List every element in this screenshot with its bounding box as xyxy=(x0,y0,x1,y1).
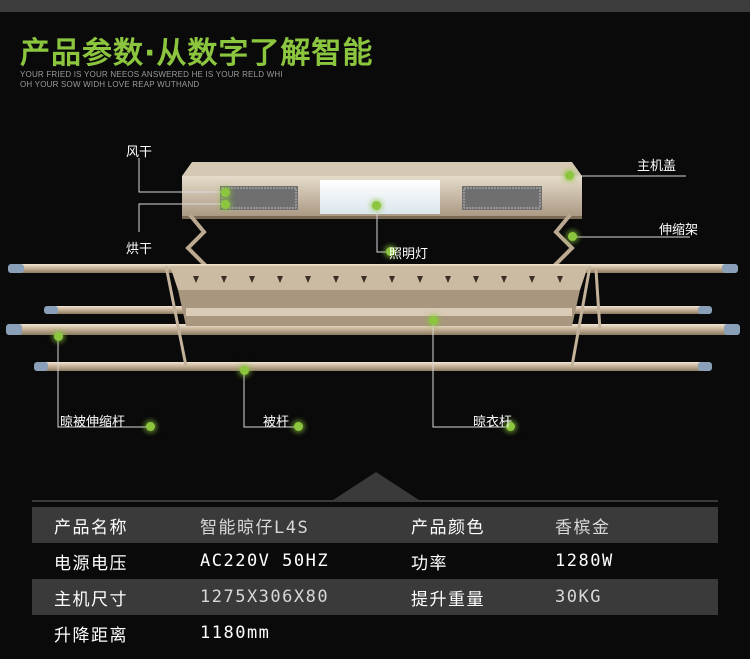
frame-marker xyxy=(568,232,577,241)
hanger-hole xyxy=(557,276,563,283)
spec-row: 升降距离 1180mm xyxy=(32,615,718,651)
fan-marker xyxy=(221,188,230,197)
spec-key: 产品颜色 xyxy=(411,507,555,543)
callout-leader-lines xyxy=(57,158,690,428)
hanger-hole xyxy=(417,276,423,283)
spec-key xyxy=(411,615,555,651)
quilt-rod-marker xyxy=(240,366,249,375)
spec-key: 功率 xyxy=(411,543,555,579)
light-marker xyxy=(372,201,381,210)
host-unit xyxy=(182,162,582,219)
label-wind-dry: 风干 xyxy=(126,145,153,160)
spec-value: 1280W xyxy=(555,543,718,579)
spec-value: 1275X306X80 xyxy=(200,579,411,615)
hanger-holes xyxy=(193,276,563,283)
heater-marker xyxy=(221,200,230,209)
spec-value: 1180mm xyxy=(200,615,411,651)
label-clothes-rod: 晾衣杆 xyxy=(473,415,513,430)
spec-key: 升降距离 xyxy=(32,615,200,651)
spec-value: 智能晾仔L4S xyxy=(200,507,411,543)
hanger-hole xyxy=(529,276,535,283)
clothes-rod-end-dot xyxy=(506,422,515,431)
spec-key: 电源电压 xyxy=(32,543,200,579)
hanger-hole xyxy=(305,276,311,283)
telescopic-rod-end-dot xyxy=(146,422,155,431)
spec-row: 主机尺寸 1275X306X80 提升重量 30KG xyxy=(32,579,718,615)
label-heat-dry: 烘干 xyxy=(126,242,153,257)
divider-pointer xyxy=(330,472,422,502)
subtitle-line-2: OH YOUR SOW WIDH LOVE REAP WUTHAND xyxy=(20,80,200,89)
hanger-hole xyxy=(445,276,451,283)
side-supports xyxy=(164,265,602,367)
spec-row: 产品名称 智能晾仔L4S 产品颜色 香槟金 xyxy=(32,507,718,543)
spec-row: 电源电压 AC220V 50HZ 功率 1280W xyxy=(32,543,718,579)
spec-key: 产品名称 xyxy=(32,507,200,543)
hanger-hole xyxy=(221,276,227,283)
label-telescopic-rod: 晾被伸缩杆 xyxy=(60,415,126,430)
spec-value: 30KG xyxy=(555,579,718,615)
label-light: 照明灯 xyxy=(389,247,429,262)
spec-value: AC220V 50HZ xyxy=(200,543,411,579)
quilt-rod-end-dot xyxy=(294,422,303,431)
hanger-hole xyxy=(333,276,339,283)
drying-rack-illustration xyxy=(6,158,740,428)
label-host-cover: 主机盖 xyxy=(637,159,677,174)
hanger-hole xyxy=(277,276,283,283)
hanger-hole xyxy=(193,276,199,283)
telescopic-rod-marker xyxy=(54,332,63,341)
spec-key: 提升重量 xyxy=(411,579,555,615)
hanger-hole xyxy=(249,276,255,283)
spec-key: 主机尺寸 xyxy=(32,579,200,615)
spec-table: 产品名称 智能晾仔L4S 产品颜色 香槟金 电源电压 AC220V 50HZ 功… xyxy=(32,507,718,651)
hanger-hole xyxy=(361,276,367,283)
page-title: 产品参数·从数字了解智能 xyxy=(20,36,374,71)
label-quilt-rod: 被杆 xyxy=(263,415,290,430)
cover-marker xyxy=(565,171,574,180)
top-bar xyxy=(0,0,750,12)
light-end-dot xyxy=(386,247,395,256)
hanger-hole xyxy=(501,276,507,283)
subtitle-line-1: YOUR FRIED IS YOUR NEEOS ANSWERED HE IS … xyxy=(20,70,283,79)
spec-value xyxy=(555,615,718,651)
hanging-bar xyxy=(170,266,588,326)
spec-value: 香槟金 xyxy=(555,507,718,543)
label-telescopic-frame: 伸缩架 xyxy=(659,223,699,238)
clothes-rod-marker xyxy=(429,316,438,325)
hanger-hole xyxy=(473,276,479,283)
hanger-hole xyxy=(389,276,395,283)
